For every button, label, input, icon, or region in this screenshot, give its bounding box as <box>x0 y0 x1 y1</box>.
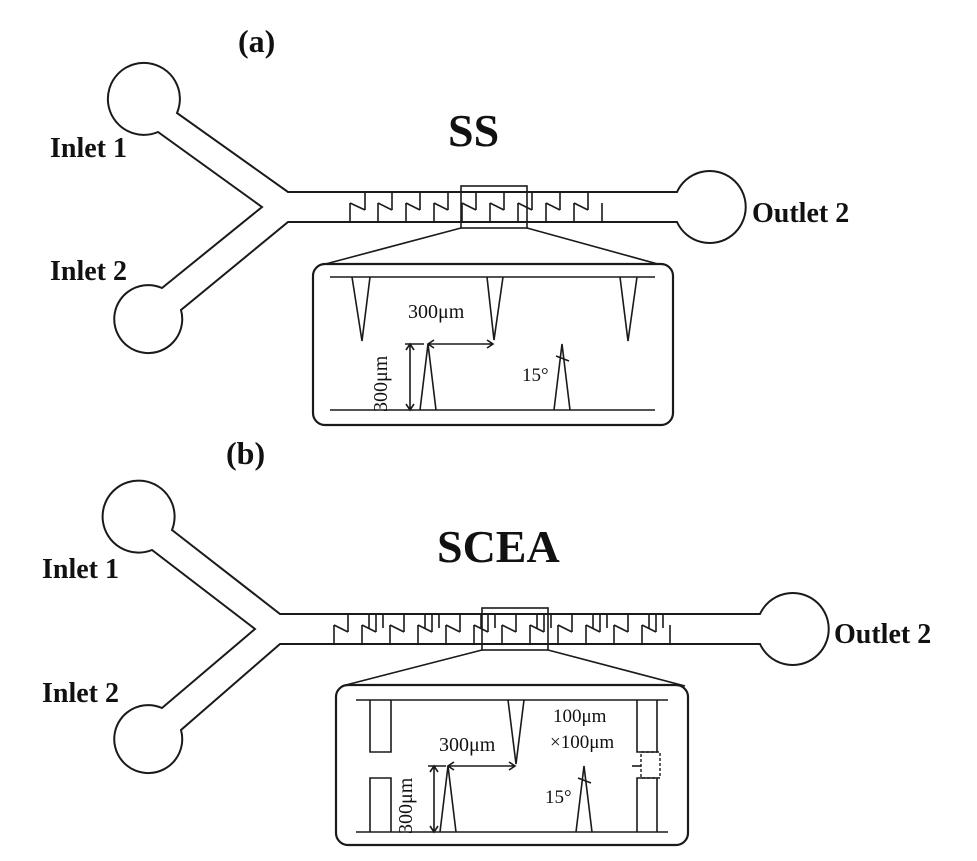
panel-b-outlet-2-label: Outlet 2 <box>834 619 931 650</box>
panel-b-channel-teeth <box>333 614 671 644</box>
panel-a-zoom-lines <box>317 227 666 267</box>
panel-a-title: SS <box>448 105 499 156</box>
panel-a-channel-outline <box>106 61 747 355</box>
panel-a-width-dimension: 300μm <box>408 301 465 323</box>
panel-a-outlet-2-label: Outlet 2 <box>752 198 849 229</box>
panel-a-zoom-region <box>460 185 528 229</box>
panel-b-angle-label: 15° <box>545 787 572 808</box>
panel-a-angle-label: 15° <box>522 365 549 386</box>
panel-b-chamber-size-line-2: ×100μm <box>550 732 614 753</box>
panel-b-chamber-size-line-1: 100μm <box>553 706 607 727</box>
panel-a-channel-teeth <box>349 192 603 222</box>
panel-b-inlet-2-label: Inlet 2 <box>42 678 119 709</box>
panel-b-height-dimension: 300μm <box>395 777 417 834</box>
panel-a: (a) SS Inlet 1 Inlet 2 Outlet 2 <box>50 23 849 427</box>
panel-b-tag: (b) <box>226 435 265 471</box>
panel-b-angle-arc <box>577 777 592 784</box>
panel-b-width-dimension: 300μm <box>439 734 496 756</box>
panel-a-inlet-1-label: Inlet 1 <box>50 133 127 164</box>
panel-b-title: SCEA <box>437 521 560 572</box>
panel-b-zoom-lines <box>341 649 686 687</box>
panel-a-tag: (a) <box>238 23 275 59</box>
panel-a-inlet-2-label: Inlet 2 <box>50 256 127 287</box>
panel-b: (b) SCEA Inlet 1 Inlet 2 Outlet 2 <box>42 435 931 847</box>
panel-b-inlet-1-label: Inlet 1 <box>42 554 119 585</box>
panel-a-detail-box <box>311 262 675 427</box>
panel-a-angle-arc <box>555 355 570 362</box>
panel-a-height-dimension: 300μm <box>370 355 392 412</box>
panel-b-channel-outline <box>101 479 830 775</box>
panel-b-zoom-region <box>481 607 549 651</box>
panel-b-detail-box <box>334 683 690 847</box>
